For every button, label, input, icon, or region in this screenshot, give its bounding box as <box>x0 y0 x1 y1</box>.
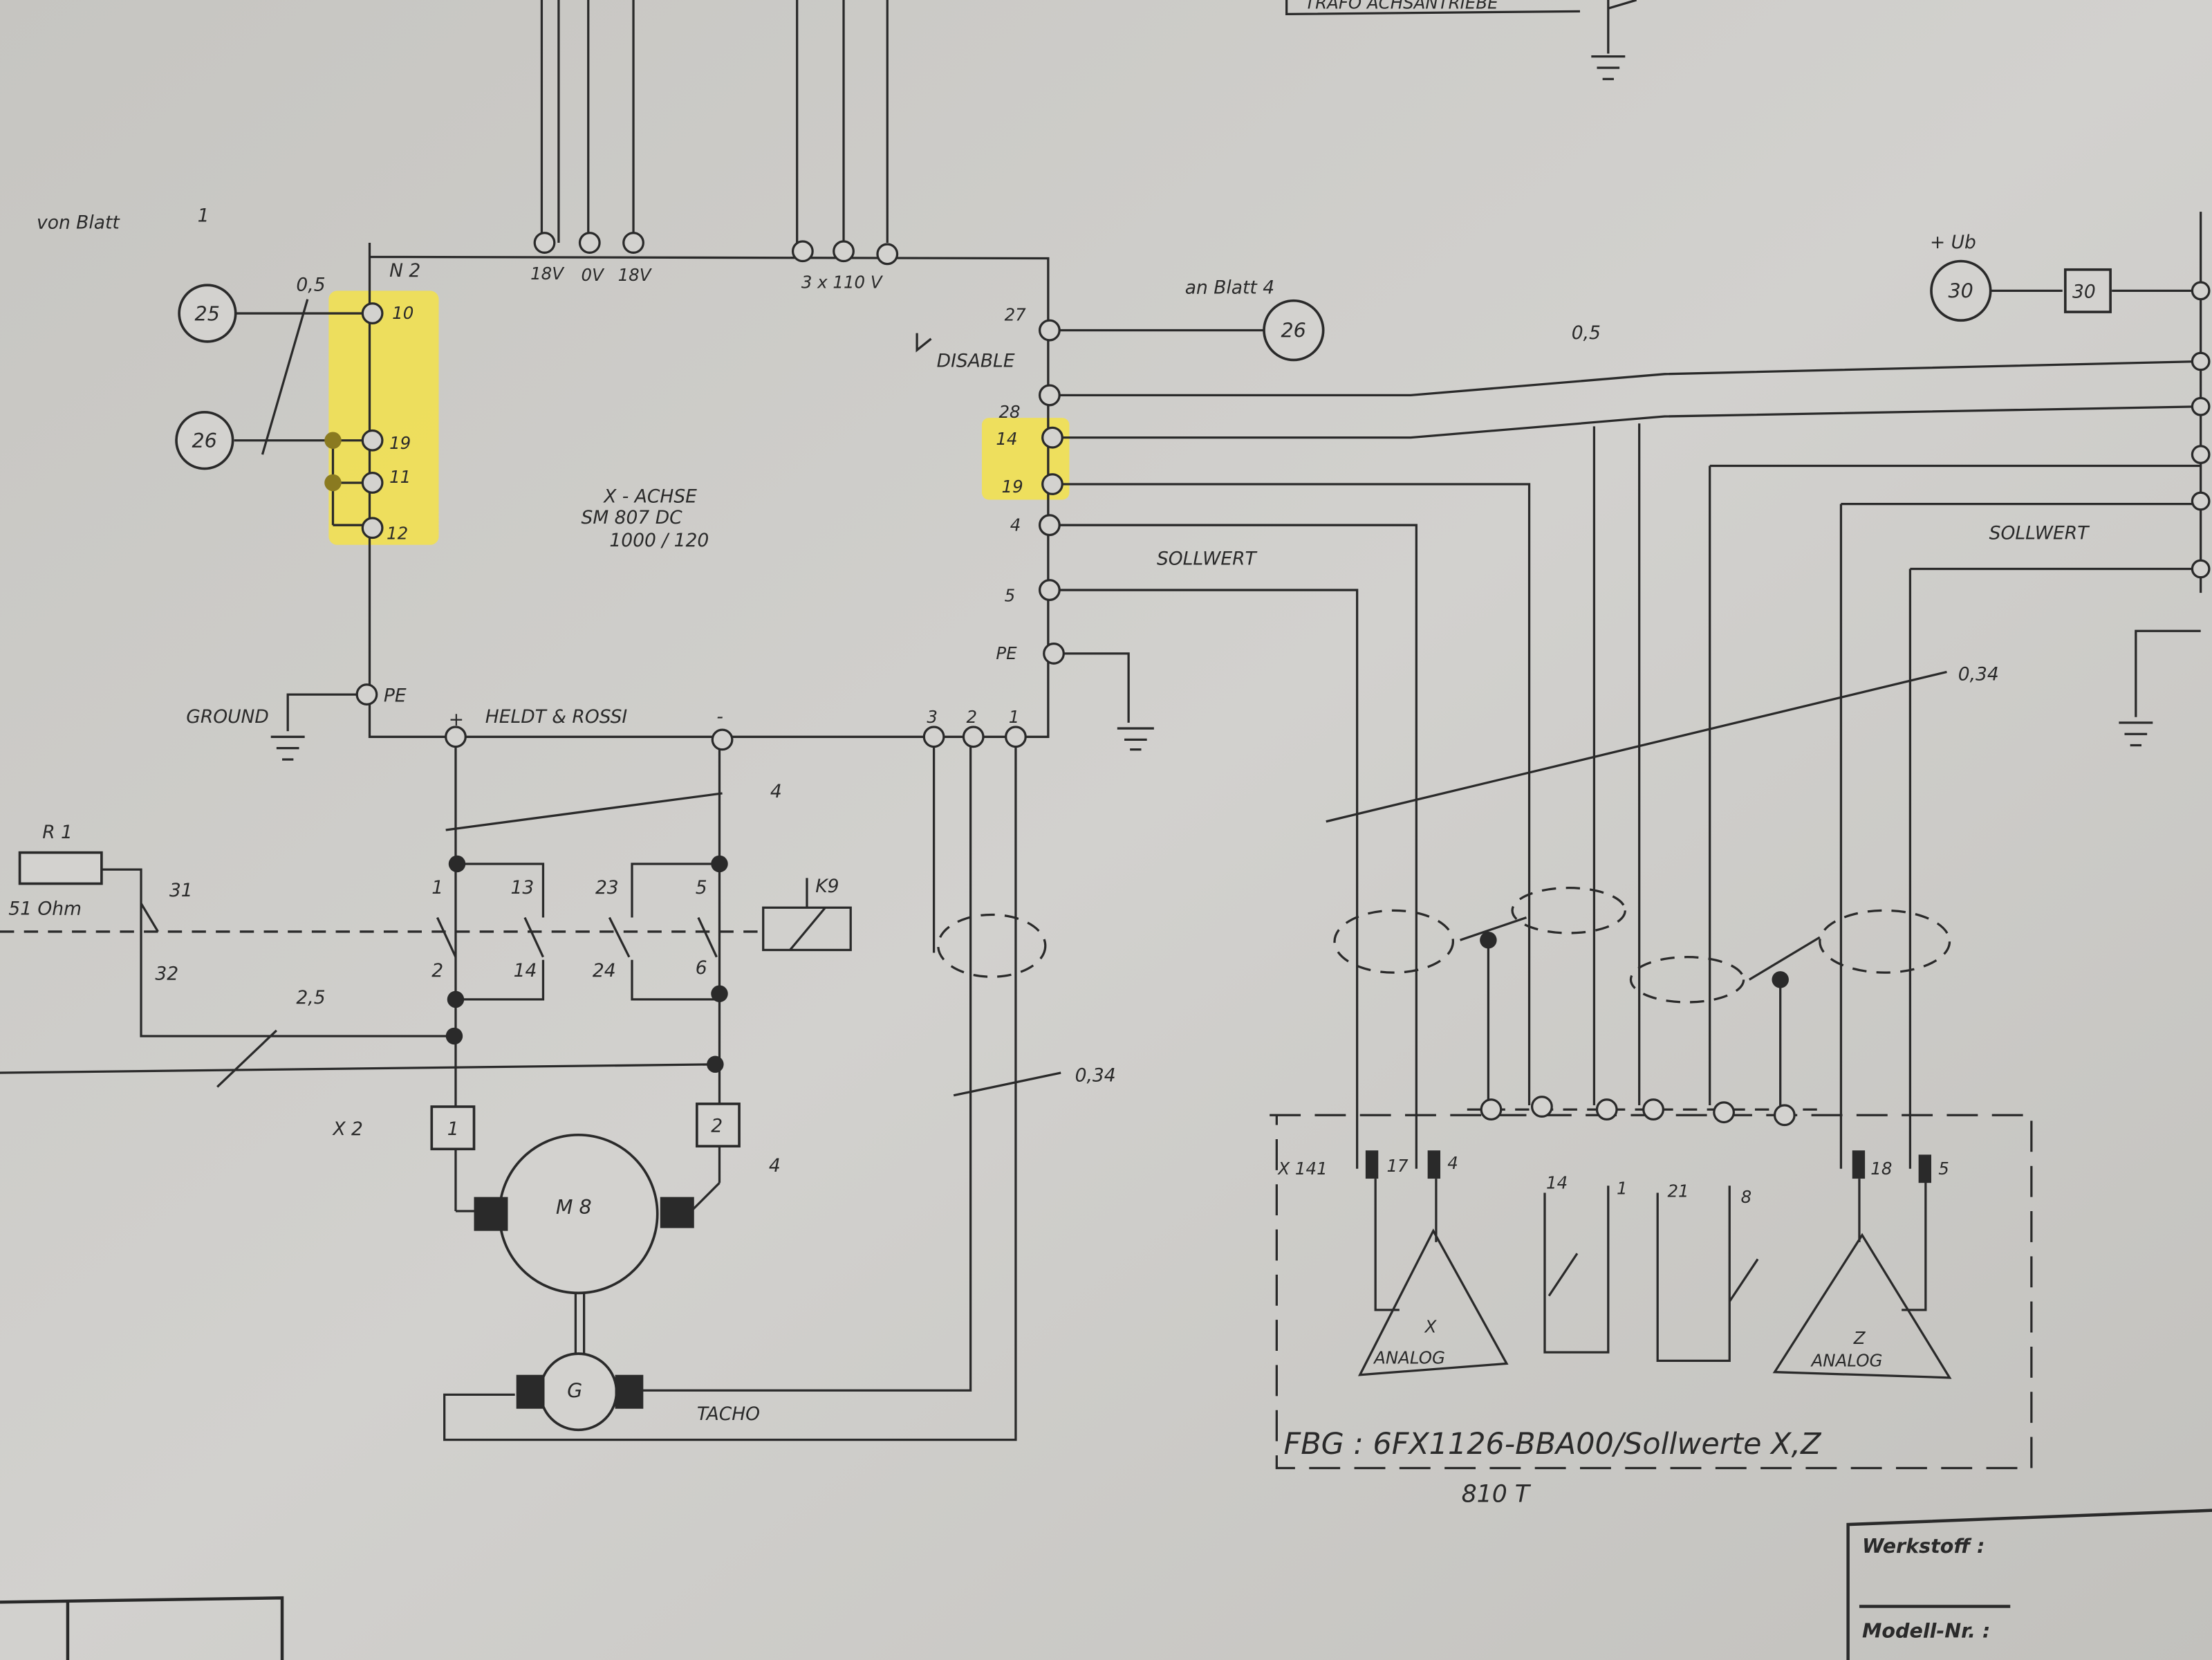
pin-14: 14 <box>1546 1172 1568 1192</box>
x2-label: X 2 <box>331 1118 362 1140</box>
contact-31: 31 <box>169 880 193 901</box>
von-blatt-number: 1 <box>198 205 210 226</box>
supply-18v-a: 18V <box>530 264 565 284</box>
terminal-box-1 <box>430 1105 476 1151</box>
output-1: 1 <box>1009 707 1020 727</box>
contact-1: 1 <box>431 877 443 898</box>
terminal-14-right: 14 <box>996 429 1017 449</box>
von-blatt-label: von Blatt <box>37 212 120 234</box>
supply-0v: 0V <box>582 265 606 285</box>
terminal-4: 4 <box>1010 515 1021 535</box>
r1-value: 51 Ohm <box>8 898 82 919</box>
tacho-g-label: G <box>567 1378 582 1402</box>
plus-label: + <box>449 709 464 730</box>
terminal-28: 28 <box>998 402 1020 422</box>
pin-5: 5 <box>1938 1159 1949 1179</box>
circle-26-right-label: 26 <box>1281 319 1305 342</box>
drive-rating: 1000 / 120 <box>609 530 709 551</box>
drive-title: X - ACHSE <box>602 486 697 508</box>
pe-left-label: PE <box>384 685 407 706</box>
output-3: 3 <box>927 707 938 727</box>
z-analog-label: ANALOG <box>1810 1351 1883 1371</box>
circle-25-label: 25 <box>195 302 220 325</box>
contact-23: 23 <box>595 877 619 898</box>
box-30-label: 30 <box>2072 282 2096 303</box>
x-analog-label-top: X <box>1424 1317 1438 1337</box>
contact-14: 14 <box>514 960 537 981</box>
terminal-pe-right: PE <box>996 643 1017 663</box>
terminal-box-2 <box>696 1103 741 1147</box>
terminal-5: 5 <box>1005 585 1016 605</box>
terminal-19-right: 19 <box>1002 477 1023 497</box>
fbg-module-label: FBG : 6FX1126-BBA00/Sollwerte X,Z <box>1284 1427 1823 1461</box>
motor-label: M 8 <box>556 1195 592 1219</box>
disable-label: DISABLE <box>937 351 1015 372</box>
manufacturer-label: HELDT & ROSSI <box>485 706 628 728</box>
output-2: 2 <box>967 707 978 727</box>
contact-13: 13 <box>511 877 535 898</box>
contact-2: 2 <box>431 960 443 981</box>
ground-label: GROUND <box>186 706 268 728</box>
box-30 <box>2063 268 2112 313</box>
supply-3ph: 3 x 110 V <box>801 272 884 292</box>
resistor-r1 <box>18 851 103 885</box>
wire-size-034-right: 0,34 <box>1958 664 1999 685</box>
wire-size-034-left: 0,34 <box>1075 1064 1116 1086</box>
minus-label: - <box>716 706 723 728</box>
supply-18v-b: 18V <box>618 265 653 285</box>
r1-label: R 1 <box>42 822 73 843</box>
coil-k9: K9 <box>815 876 839 897</box>
pin-21: 21 <box>1667 1181 1689 1201</box>
contact-24: 24 <box>593 960 616 981</box>
drive-model: SM 807 DC <box>582 507 683 528</box>
pin-1: 1 <box>1617 1179 1628 1199</box>
terminal-19-left: 19 <box>389 433 411 453</box>
pin-18: 18 <box>1870 1159 1892 1179</box>
contact-6: 6 <box>696 957 707 979</box>
terminal-11: 11 <box>389 467 411 487</box>
circle-30-label: 30 <box>1948 279 1973 303</box>
terminal-box-1-label: 1 <box>447 1118 459 1140</box>
trafo-label: TRAFO ACHSANTRIEBE <box>1305 0 1498 12</box>
terminal-12: 12 <box>387 524 408 544</box>
modell-label: Modell-Nr. : <box>1862 1618 1990 1642</box>
wire-size-05-right: 0,5 <box>1572 322 1601 344</box>
ref-circle-26-right <box>1263 299 1325 362</box>
wire-size-05-left: 0,5 <box>296 274 325 295</box>
terminal-10: 10 <box>392 303 413 323</box>
wire-size-4a: 4 <box>770 781 782 802</box>
werkstoff-label: Werkstoff : <box>1862 1534 1985 1558</box>
an-blatt-label: an Blatt 4 <box>1185 277 1274 298</box>
contact-5: 5 <box>696 877 707 898</box>
ub-label: + Ub <box>1930 232 1976 253</box>
terminal-box-2-label: 2 <box>711 1116 723 1137</box>
x-analog-label: ANALOG <box>1373 1347 1445 1367</box>
x141-label: X 141 <box>1276 1159 1327 1179</box>
drive-n2: N 2 <box>389 260 420 282</box>
circle-26-left-label: 26 <box>192 429 216 452</box>
pin-8: 8 <box>1741 1187 1752 1207</box>
tacho-label: TACHO <box>697 1403 760 1425</box>
terminal-27: 27 <box>1005 304 1027 324</box>
wire-size-25: 2,5 <box>296 987 325 1008</box>
controller-label: 810 T <box>1462 1480 1532 1508</box>
sollwert-right: SOLLWERT <box>1989 523 2090 544</box>
wire-size-4b: 4 <box>769 1155 781 1177</box>
sollwert-left: SOLLWERT <box>1157 548 1258 569</box>
pin-17: 17 <box>1386 1156 1409 1176</box>
ref-circle-25 <box>178 284 237 343</box>
pin-4: 4 <box>1447 1153 1458 1173</box>
contact-32: 32 <box>155 963 178 984</box>
ref-circle-26-left <box>175 411 234 470</box>
ref-circle-30 <box>1930 259 1992 322</box>
z-analog-label-top: Z <box>1853 1328 1866 1348</box>
